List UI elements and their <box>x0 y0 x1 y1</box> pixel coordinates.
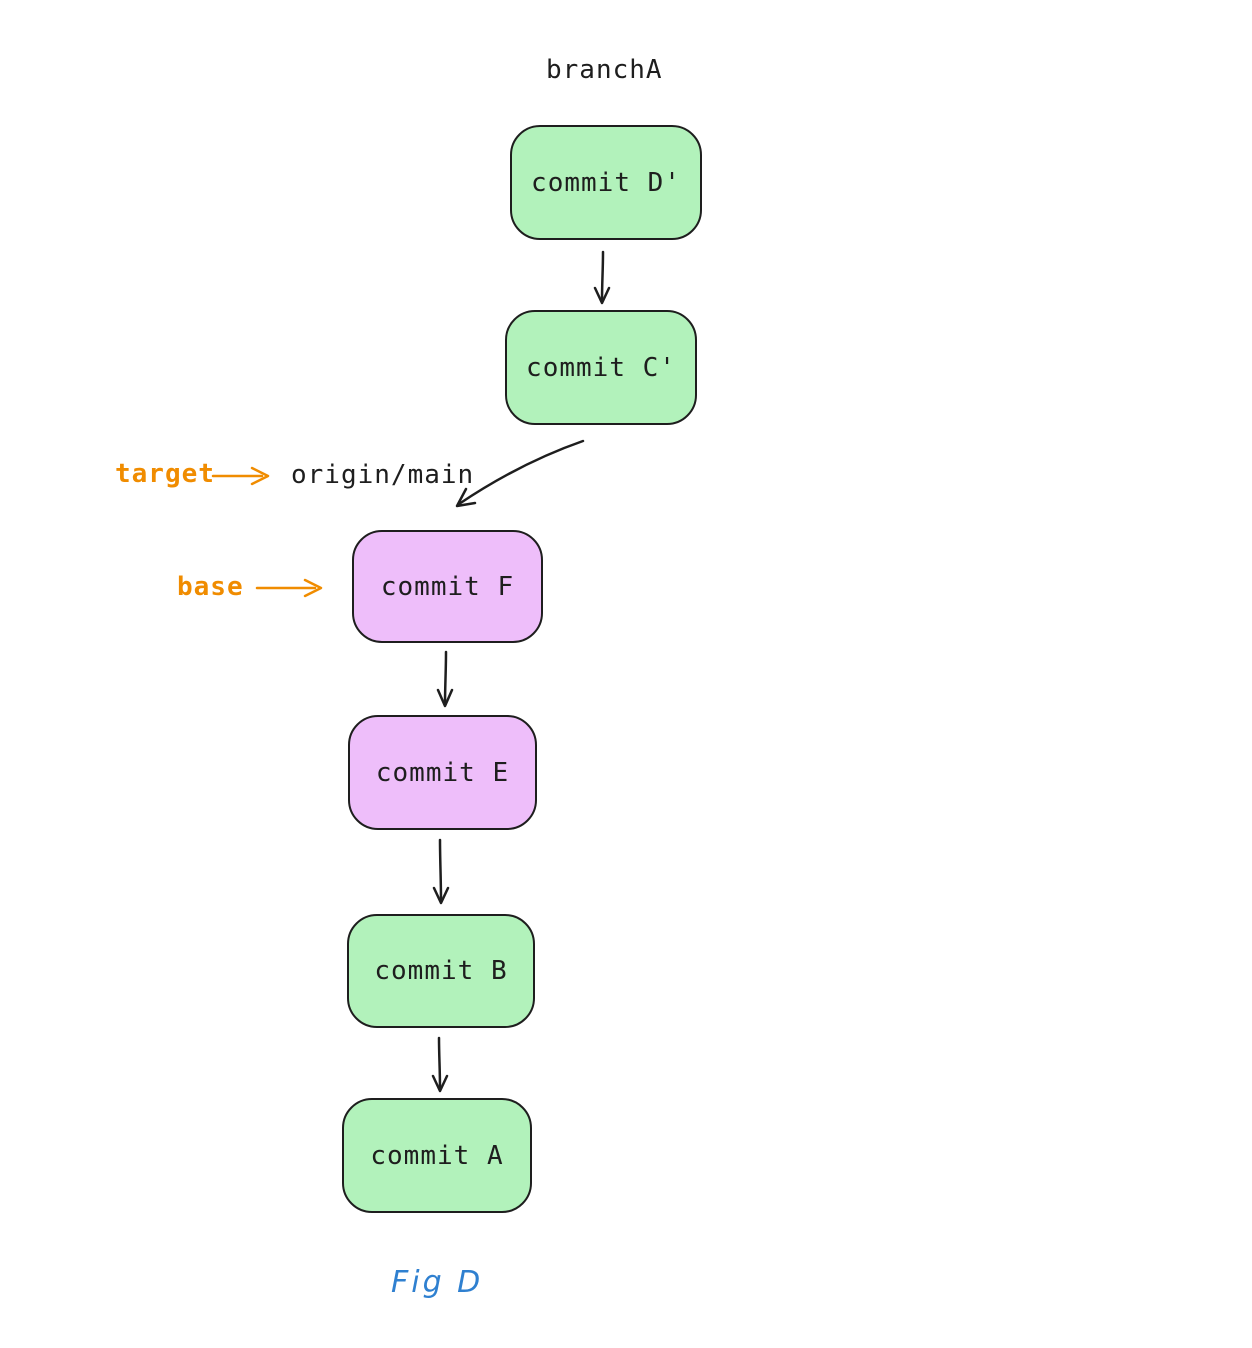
target-pointer-arrow <box>211 466 270 486</box>
commit-node-d-prime: commit D' <box>510 125 702 240</box>
branch-name-label: branchA <box>546 55 663 85</box>
commit-node-a: commit A <box>342 1098 532 1213</box>
base-annotation-label: base <box>177 572 244 602</box>
origin-main-ref-label: origin/main <box>291 460 475 490</box>
arrow-e-to-b <box>432 838 450 905</box>
arrow-f-to-e <box>436 650 454 708</box>
base-pointer-arrow <box>255 578 323 598</box>
commit-node-f: commit F <box>352 530 543 643</box>
target-annotation-label: target <box>115 459 215 489</box>
commit-node-c-prime: commit C' <box>505 310 697 425</box>
commit-node-b: commit B <box>347 914 535 1028</box>
figure-caption: Fig D <box>391 1265 484 1300</box>
arrow-b-to-a <box>431 1036 449 1093</box>
arrow-cprime-to-f <box>455 439 585 508</box>
arrow-dprime-to-cprime <box>593 250 611 305</box>
commit-node-e: commit E <box>348 715 537 830</box>
